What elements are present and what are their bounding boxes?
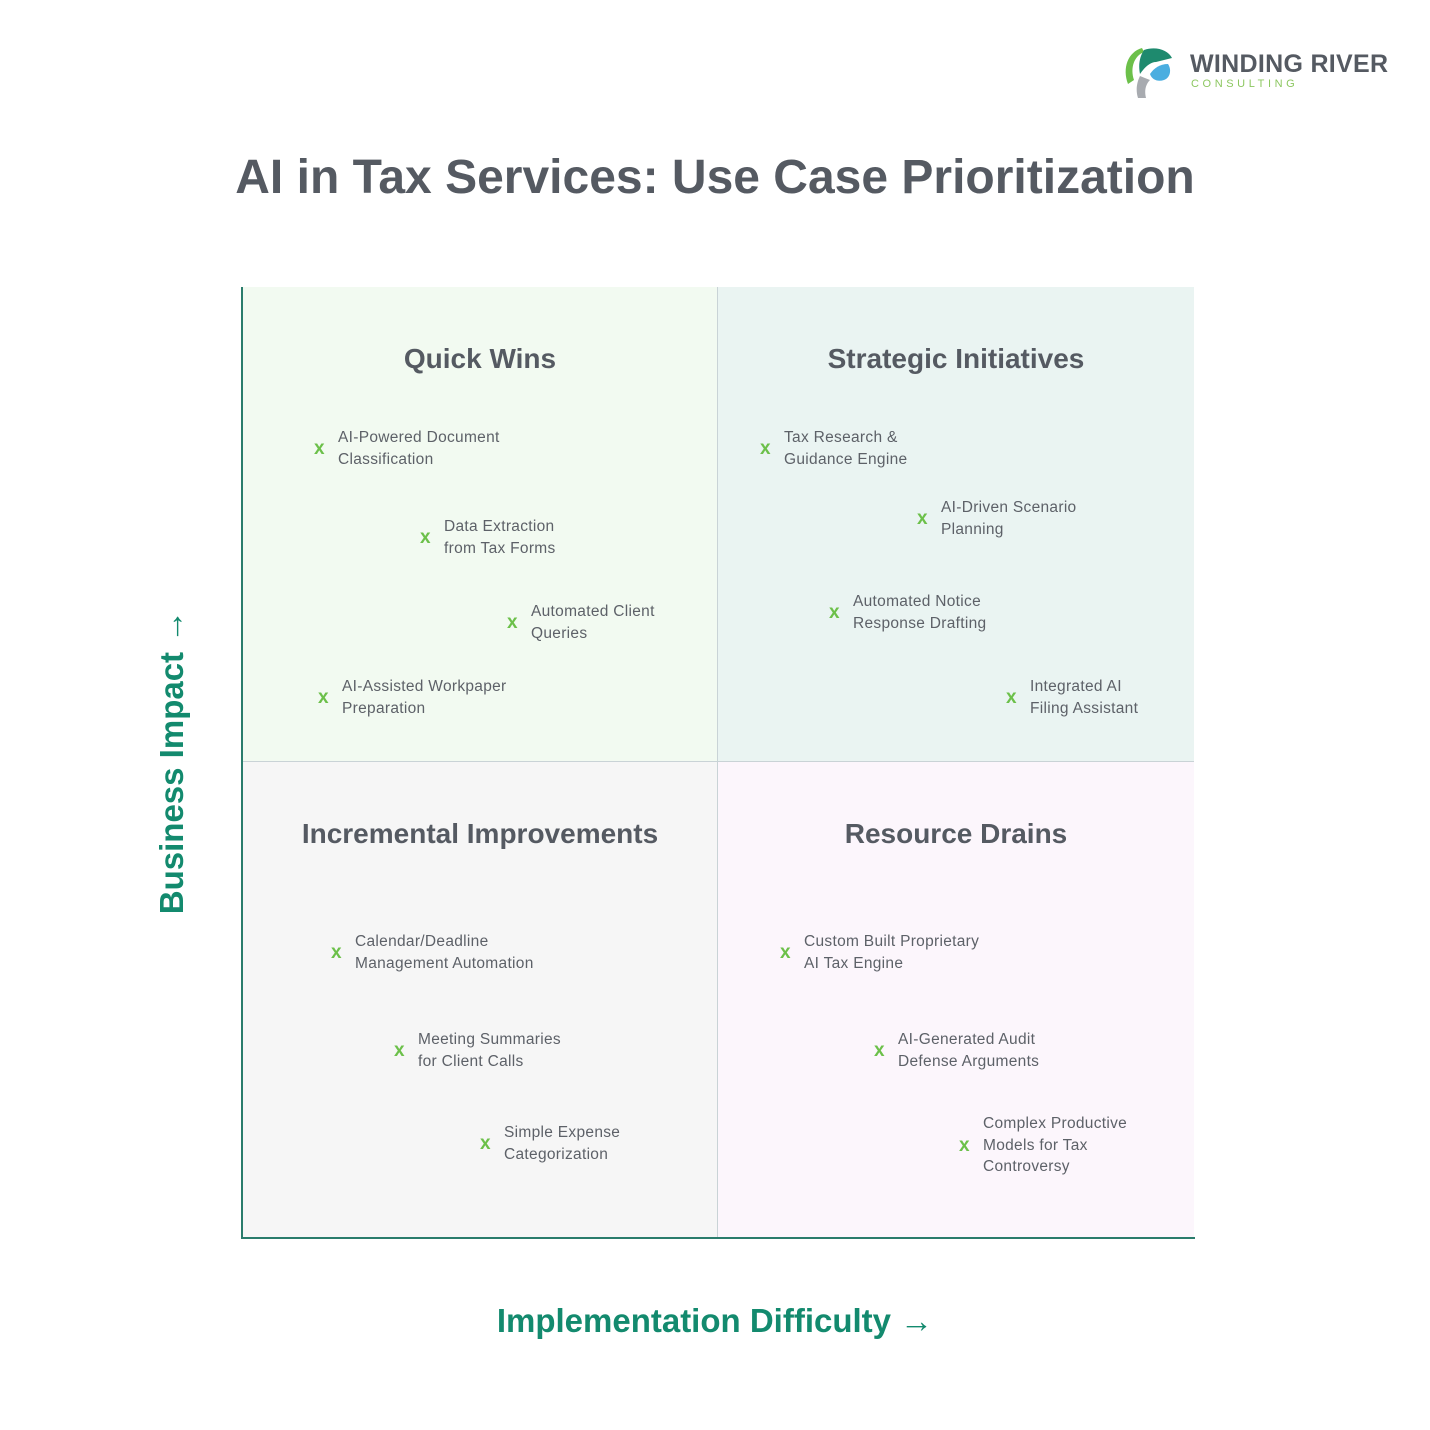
use-case-label: AI-Assisted Workpaper Preparation [342, 678, 507, 717]
logo-name: WINDING RIVER [1190, 50, 1389, 78]
quadrant-resource-drains: Resource Drains [718, 762, 1194, 1237]
x-marker-icon: x [394, 1040, 405, 1061]
x-marker-icon: x [760, 438, 771, 459]
quadrant-title: Incremental Improvements [301, 818, 659, 849]
use-case-label: Integrated AI Filing Assistant [1030, 678, 1139, 717]
quadrant-quick-wins: Quick Wins [242, 287, 718, 762]
use-case-label: Complex Productive Models for Tax Contro… [983, 1115, 1128, 1175]
use-case-item: x Calendar/Deadline Management Automation [331, 931, 534, 974]
x-marker-icon: x [507, 612, 518, 633]
use-case-label: Simple Expense Categorization [504, 1124, 621, 1163]
use-case-label: Custom Built Proprietary AI Tax Engine [804, 933, 980, 972]
x-marker-icon: x [829, 602, 840, 623]
use-case-label: Calendar/Deadline Management Automation [355, 933, 534, 972]
use-case-label: AI-Powered Document Classification [338, 429, 500, 468]
y-axis-label: Business Impact → [153, 609, 190, 915]
horizontal-divider [242, 761, 1194, 762]
quadrant-title: Resource Drains [844, 818, 1068, 849]
quadrant-title: Quick Wins [403, 343, 557, 374]
use-case-item: x Data Extraction from Tax Forms [420, 516, 556, 559]
use-case-label: Meeting Summaries for Client Calls [418, 1031, 561, 1070]
x-marker-icon: x [780, 942, 791, 963]
use-case-item: x AI-Generated Audit Defense Arguments [874, 1029, 1039, 1072]
page-title: AI in Tax Services: Use Case Prioritizat… [235, 151, 1195, 204]
use-case-item: x Automated Client Queries [507, 601, 655, 644]
use-case-label: Automated Client Queries [531, 603, 655, 642]
use-case-label: Data Extraction from Tax Forms [444, 518, 556, 557]
use-case-label: AI-Generated Audit Defense Arguments [898, 1031, 1040, 1070]
x-marker-icon: x [1006, 687, 1017, 708]
x-marker-icon: x [420, 527, 431, 548]
use-case-label: Tax Research & Guidance Engine [784, 429, 908, 468]
use-case-item: x AI-Assisted Workpaper Preparation [318, 676, 507, 719]
x-marker-icon: x [917, 508, 928, 529]
x-marker-icon: x [318, 687, 329, 708]
quadrant-strategic-initiatives: Strategic Initiatives [718, 287, 1194, 762]
x-marker-icon: x [331, 942, 342, 963]
use-case-item: x Automated Notice Response Drafting [829, 591, 986, 634]
use-case-item: x Custom Built Proprietary AI Tax Engine [780, 931, 979, 974]
quadrant-title: Strategic Initiatives [827, 343, 1085, 374]
use-case-item: x Complex Productive Models for Tax Contr… [959, 1113, 1127, 1178]
use-case-item: x AI-Driven Scenario Planning [917, 497, 1076, 540]
use-case-item: x Integrated AI Filing Assistant [1006, 676, 1138, 719]
x-marker-icon: x [874, 1040, 885, 1061]
logo-mark-icon [1125, 48, 1172, 98]
use-case-item: x AI-Powered Document Classification [314, 427, 500, 470]
x-axis-line [241, 1237, 1195, 1239]
quadrant-incremental-improvements: Incremental Improvements [242, 762, 718, 1237]
y-axis-line [241, 287, 243, 1239]
x-marker-icon: x [314, 438, 325, 459]
x-marker-icon: x [959, 1134, 970, 1156]
logo: WINDING RIVER CONSULTING [1120, 44, 1400, 100]
logo-subtitle: CONSULTING [1191, 78, 1299, 90]
x-marker-icon: x [480, 1133, 491, 1154]
use-case-item: x Simple Expense Categorization [480, 1122, 620, 1165]
use-case-label: Automated Notice Response Drafting [853, 593, 987, 632]
vertical-divider [717, 287, 718, 1238]
use-case-label: AI-Driven Scenario Planning [941, 499, 1077, 538]
use-case-item: x Meeting Summaries for Client Calls [394, 1029, 561, 1072]
use-case-item: x Tax Research & Guidance Engine [760, 427, 907, 470]
x-axis-label: Implementation Difficulty → [496, 1302, 934, 1339]
